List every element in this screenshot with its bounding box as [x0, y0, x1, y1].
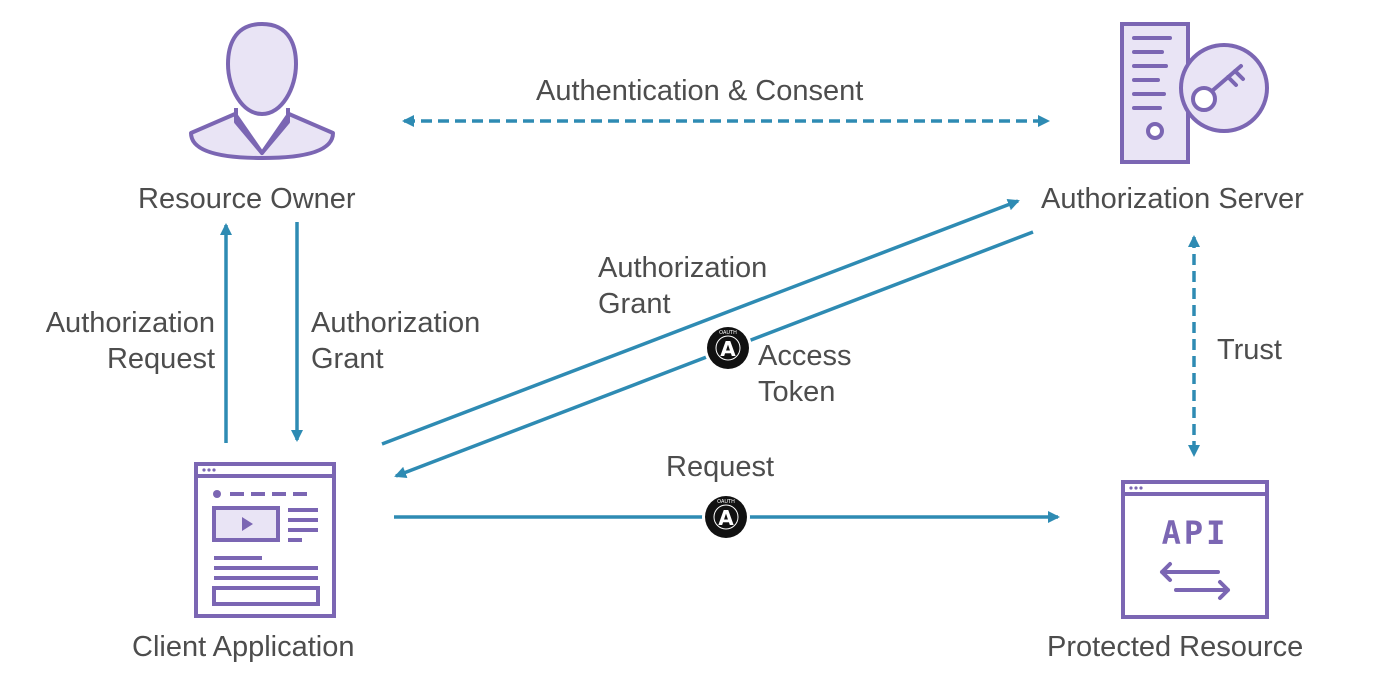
authorization-grant-diagonal-line-2: Grant	[598, 288, 671, 320]
badge-letter: A	[718, 506, 734, 530]
authorization-server-label: Authorization Server	[1041, 183, 1304, 215]
access-token-line-1: Access	[758, 340, 852, 372]
trust-label: Trust	[1217, 334, 1282, 366]
authorization-request-line-2: Request	[106, 343, 215, 375]
authorization-request-label: Authorization Request	[46, 305, 215, 377]
authorization-grant-line-2: Grant	[311, 343, 384, 375]
badge-ring-text: OAUTH	[719, 330, 737, 336]
oauth-badge-icon: A OAUTH	[704, 324, 752, 372]
authorization-grant-diagonal-label: Authorization Grant	[598, 250, 767, 322]
badge-letter: A	[720, 337, 736, 361]
request-label: Request	[666, 451, 775, 483]
oauth-badge-icon: A OAUTH	[702, 493, 750, 541]
client-application-label: Client Application	[132, 631, 355, 663]
badge-ring-text: OAUTH	[717, 499, 735, 505]
browser-window-icon	[194, 462, 336, 618]
authentication-consent-label: Authentication & Consent	[536, 75, 864, 107]
authorization-grant-to-server-arrow	[381, 198, 1020, 446]
server-key-icon	[1120, 22, 1269, 164]
authorization-grant-line-1: Authorization	[311, 307, 481, 339]
resource-owner-label: Resource Owner	[138, 183, 356, 215]
protected-resource-label: Protected Resource	[1047, 631, 1304, 663]
authorization-grant-label: Authorization Grant	[311, 305, 480, 377]
user-icon	[189, 22, 335, 160]
access-token-label: Access Token	[758, 338, 851, 410]
authorization-request-line-1: Authorization	[45, 307, 215, 339]
api-window-icon: API	[1121, 480, 1269, 619]
access-token-line-2: Token	[758, 376, 836, 408]
api-label: API	[1162, 514, 1229, 552]
authorization-grant-diagonal-line-1: Authorization	[598, 252, 768, 284]
